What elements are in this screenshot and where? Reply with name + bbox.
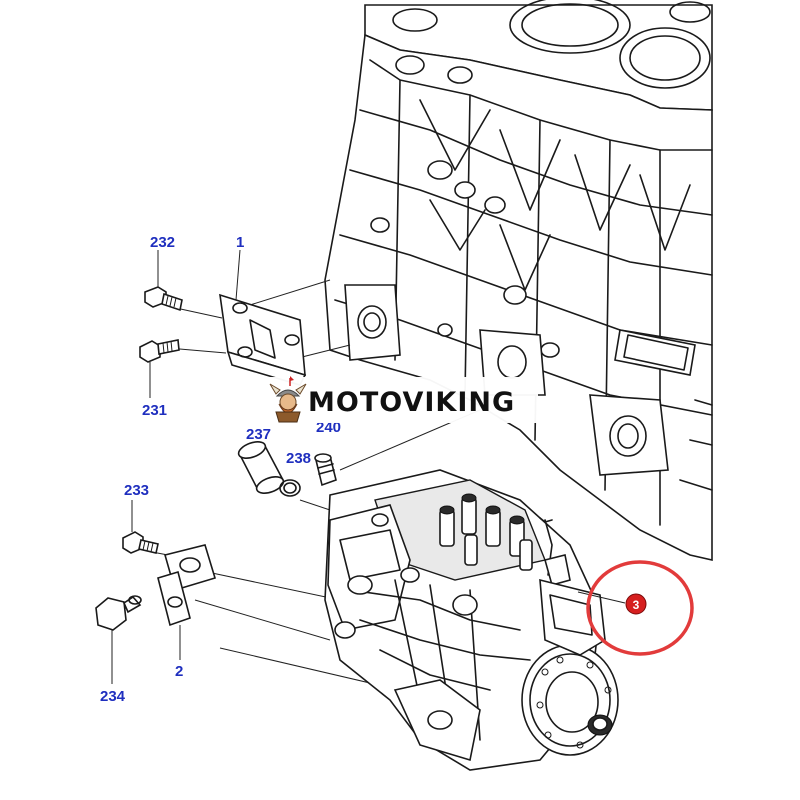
bolt-233 xyxy=(122,531,159,554)
brand-name: MOTOVIKING xyxy=(308,387,515,418)
nipple-240 xyxy=(314,453,337,487)
bolt-234 xyxy=(95,595,142,631)
viking-logo-icon xyxy=(269,376,307,423)
bracket-part-2 xyxy=(157,544,216,627)
watermark-background xyxy=(262,377,538,423)
part-number-238: 238 xyxy=(286,450,311,467)
callout-dot xyxy=(625,593,647,615)
engine-block xyxy=(324,0,713,562)
part-number-labels: 232 1 231 237 238 240 233 2 234 xyxy=(100,234,341,705)
part-number-240: 240 xyxy=(316,419,341,436)
o-ring-238 xyxy=(279,479,301,497)
brand-watermark: MOTOVIKING xyxy=(262,376,538,423)
callout-number: 3 xyxy=(633,598,640,612)
bracket-part-1 xyxy=(219,293,307,386)
part-number-233: 233 xyxy=(124,482,149,499)
bolt-231 xyxy=(139,339,180,363)
bolt-232 xyxy=(144,286,183,312)
part-number-234: 234 xyxy=(100,688,126,705)
fuel-injection-pump xyxy=(324,469,619,771)
callout-3: 3 xyxy=(577,560,694,656)
part-number-232: 232 xyxy=(150,234,175,251)
callout-ring xyxy=(586,560,694,656)
part-number-237: 237 xyxy=(246,426,271,443)
sleeve-237 xyxy=(237,441,285,494)
part-number-1: 1 xyxy=(236,234,244,251)
part-number-231: 231 xyxy=(142,402,167,419)
part-number-2: 2 xyxy=(175,663,183,680)
